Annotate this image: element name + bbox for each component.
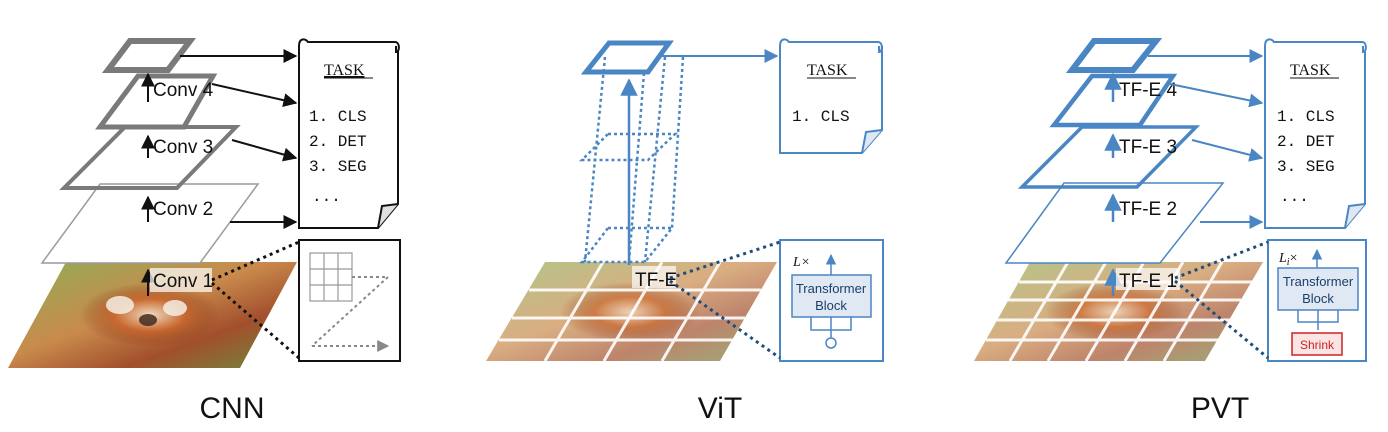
vit-input-image [486, 261, 777, 362]
cnn-plane-top [101, 38, 197, 73]
pvt-plane-3 [1017, 125, 1201, 189]
pvt-repeat-label: Li× [1278, 251, 1297, 268]
pvt-plane-top [1065, 38, 1163, 73]
vit-encoder-label: TF-E [635, 270, 677, 291]
vit-caption: ViT [698, 392, 742, 425]
cnn-task-item-2: 2. DET [309, 133, 367, 151]
vit-block-line1: Transformer [796, 281, 867, 296]
vit-output-plane [580, 40, 674, 75]
cnn-task-card: TASK 1. CLS 2. DET 3. SEG ... [298, 38, 400, 229]
cnn-plane-2 [40, 183, 260, 264]
vit-task-card: TASK 1. CLS [779, 38, 883, 154]
cnn-layer-label-2: Conv 2 [153, 199, 213, 220]
cnn-layer-label-4: Conv 4 [153, 80, 214, 101]
pvt-shrink-label: Shrink [1300, 338, 1335, 352]
cnn-panel: Conv 1 Conv 2 Conv 3 Conv 4 TASK 1. CLS … [8, 38, 401, 425]
vit-encoder-stack [578, 56, 685, 264]
vit-repeat-label: L× [792, 255, 810, 270]
pvt-plane-4 [1049, 73, 1178, 128]
pvt-layer-label-3: TF-E 3 [1119, 137, 1177, 158]
cnn-caption: CNN [200, 392, 265, 425]
pvt-caption: PVT [1191, 392, 1249, 425]
cnn-layer-label-3: Conv 3 [153, 137, 213, 158]
cnn-conv-kernel-box [298, 239, 401, 362]
pvt-layer-label-2: TF-E 2 [1119, 199, 1177, 220]
pvt-task-item-1: 1. CLS [1277, 108, 1335, 126]
cnn-input-image [8, 262, 297, 368]
cnn-task-title: TASK [324, 62, 365, 79]
cnn-task-item-4: ... [312, 188, 341, 206]
vit-transformer-box: L× Transformer Block [779, 239, 884, 362]
pvt-task-card: TASK 1. CLS 2. DET 3. SEG ... [1264, 38, 1367, 229]
cnn-task-item-1: 1. CLS [309, 108, 367, 126]
cnn-plane-3 [59, 125, 241, 190]
pvt-task-item-3: 3. SEG [1277, 158, 1335, 176]
pvt-task-item-4: ... [1280, 188, 1309, 206]
cnn-plane-4 [95, 73, 218, 130]
pvt-task-title: TASK [1290, 62, 1331, 79]
pvt-shrink-block [1291, 332, 1343, 356]
pvt-layer-label-1: TF-E 1 [1119, 271, 1177, 292]
vit-panel: TF-E TASK 1. CLS L× Transformer Block [486, 38, 884, 425]
vit-task-item-1: 1. CLS [792, 108, 850, 126]
pvt-task-item-2: 2. DET [1277, 133, 1335, 151]
cnn-task-item-3: 3. SEG [309, 158, 367, 176]
pvt-layer-label-4: TF-E 4 [1119, 80, 1177, 101]
cnn-layer-label-1: Conv 1 [153, 271, 213, 292]
pvt-input-image [974, 261, 1263, 362]
pvt-plane-2 [1004, 182, 1225, 264]
vit-task-title: TASK [807, 62, 848, 79]
pvt-block-line2: Block [1302, 291, 1334, 306]
vit-block-line2: Block [815, 298, 847, 313]
pvt-block-line1: Transformer [1283, 274, 1354, 289]
pvt-panel: TF-E 1 TF-E 2 TF-E 3 TF-E 4 TASK 1. CLS … [974, 38, 1367, 425]
pvt-transformer-box: Li× Transformer Block Shrink [1267, 239, 1367, 362]
pvt-transformer-block [1277, 267, 1359, 311]
